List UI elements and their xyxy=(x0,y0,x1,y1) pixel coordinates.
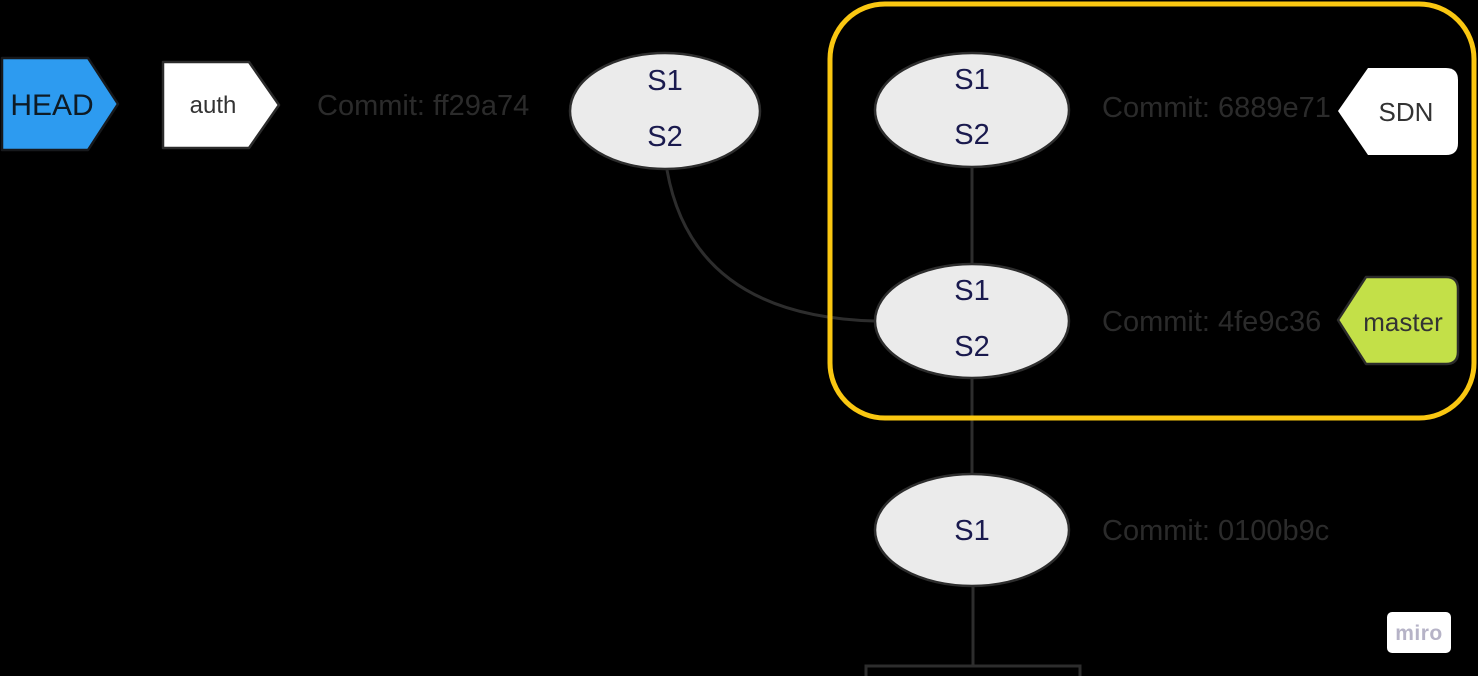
commit-node-ff29a74: S1 S2 xyxy=(568,51,762,171)
commit-node-6889e71: S1 S2 xyxy=(873,51,1071,169)
clipped-bottom-shape xyxy=(864,664,1082,676)
state-label-s2: S2 xyxy=(954,331,989,363)
state-label-s2: S2 xyxy=(954,119,989,151)
commit-node-4fe9c36: S1 S2 xyxy=(873,262,1071,380)
commit-label-6889e71: Commit: 6889e71 xyxy=(1102,92,1331,124)
master-branch-label: master xyxy=(1363,307,1443,337)
commit-node-shape xyxy=(568,51,762,171)
state-label-s2: S2 xyxy=(647,121,682,153)
commit-label-ff29a74: Commit: ff29a74 xyxy=(317,90,529,122)
head-pointer: HEAD xyxy=(0,56,120,152)
commit-node-shape xyxy=(873,51,1071,169)
auth-branch-shape xyxy=(161,60,281,150)
auth-branch-label: auth xyxy=(190,92,237,119)
head-pointer-label: HEAD xyxy=(10,89,93,122)
commit-node-0100b9c: S1 xyxy=(873,472,1071,588)
head-pointer-shape xyxy=(0,56,120,152)
state-label-s1: S1 xyxy=(647,65,682,97)
state-label-s1: S1 xyxy=(954,64,989,96)
sdn-branch-label: SDN xyxy=(1379,97,1434,127)
miro-logo-text: miro xyxy=(1395,622,1443,645)
miro-watermark[interactable]: miro xyxy=(1387,612,1451,653)
commit-label-0100b9c: Commit: 0100b9c xyxy=(1102,515,1329,547)
master-branch-shape xyxy=(1336,275,1460,366)
sdn-branch-pointer: SDN xyxy=(1338,68,1458,155)
miro-badge[interactable] xyxy=(1387,612,1451,653)
sdn-branch-shape xyxy=(1338,68,1458,155)
commit-node-shape xyxy=(873,262,1071,380)
state-label-s1: S1 xyxy=(954,275,989,307)
highlight-box xyxy=(827,1,1477,421)
state-label-s1: S1 xyxy=(954,515,989,547)
commit-node-shape xyxy=(873,472,1071,588)
auth-branch-pointer: auth xyxy=(161,60,281,150)
master-branch-pointer: master xyxy=(1336,275,1460,366)
commit-label-4fe9c36: Commit: 4fe9c36 xyxy=(1102,306,1321,338)
